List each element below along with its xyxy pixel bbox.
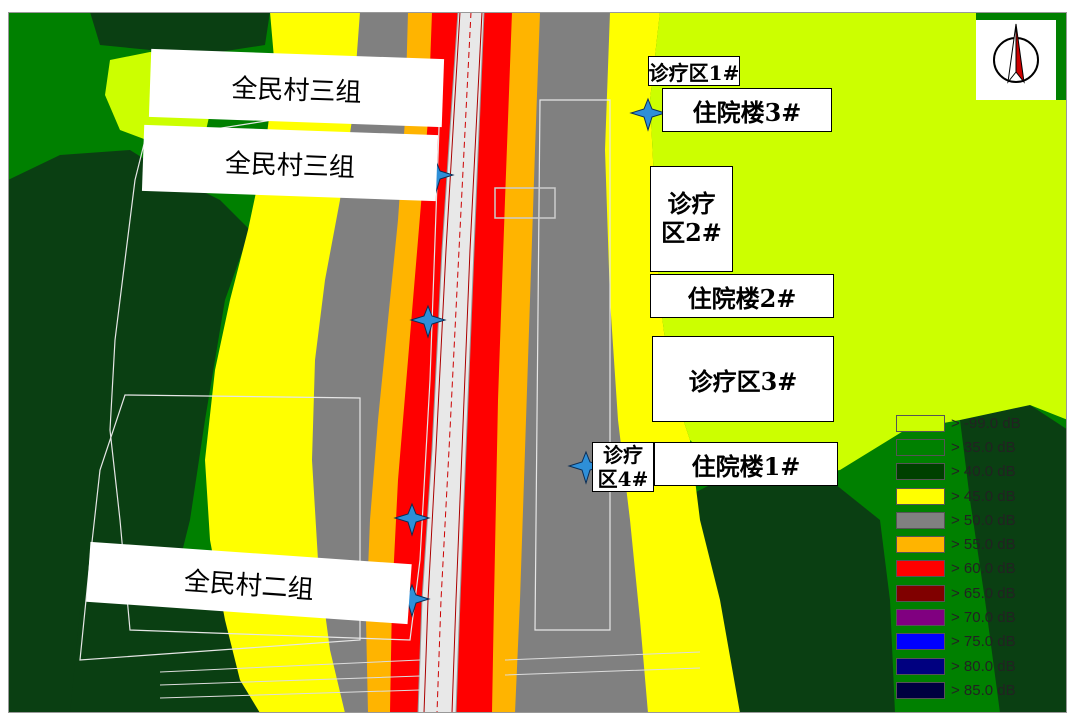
legend-label: > 40.0 dB — [951, 463, 1016, 481]
legend-swatch — [896, 609, 945, 627]
zone-40db-east — [960, 405, 1066, 712]
legend-item: > 70.0 dB — [896, 605, 1046, 629]
legend-swatch — [896, 657, 945, 675]
legend-swatch — [896, 560, 945, 578]
legend-item: > 55.0 dB — [896, 532, 1046, 556]
legend-swatch — [896, 438, 945, 456]
legend-swatch — [896, 414, 945, 432]
road-edge-right — [451, 12, 483, 712]
inpatient-label-1: 住院楼1# — [654, 442, 838, 486]
inpatient-label-3: 住院楼3# — [662, 88, 832, 132]
legend-swatch — [896, 633, 945, 651]
legend-item: > 75.0 dB — [896, 630, 1046, 654]
north-arrow-icon — [993, 23, 1039, 84]
village-label-3-lower: 全民村三组 — [141, 124, 439, 202]
clinic-label-4-line2: 区4# — [597, 467, 649, 491]
legend-item: > 80.0 dB — [896, 654, 1046, 678]
site-boundary-south — [79, 394, 361, 661]
star-marker-icon — [393, 502, 431, 537]
clinic-label-3: 诊疗区3# — [652, 336, 834, 422]
legend-label: > 65.0 dB — [951, 584, 1016, 602]
zone-40db-southeast — [680, 460, 895, 712]
legend-swatch — [896, 584, 945, 602]
legend-swatch — [896, 536, 945, 554]
legend-item: > 85.0 dB — [896, 678, 1046, 702]
legend-item: > 35.0 dB — [896, 435, 1046, 459]
legend-label: > -99.0 dB — [951, 414, 1021, 432]
legend-label: > 60.0 dB — [951, 560, 1016, 578]
clinic-label-1: 诊疗区1# — [648, 56, 740, 86]
legend-label: > 55.0 dB — [951, 536, 1016, 554]
inpatient-label-2: 住院楼2# — [650, 274, 834, 318]
legend-item: > 45.0 dB — [896, 484, 1046, 508]
clinic-label-2-line2: 区2# — [661, 218, 722, 247]
legend-label: > 85.0 dB — [951, 681, 1016, 699]
road-corridor — [417, 12, 485, 712]
clinic-label-2: 诊疗 区2# — [650, 166, 733, 272]
legend-item: > -99.0 dB — [896, 411, 1046, 435]
zone-40db-north — [90, 12, 270, 55]
zone-40db-west — [8, 150, 250, 712]
village-label-3-upper: 全民村三组 — [148, 48, 445, 128]
legend: > -99.0 dB > 35.0 dB > 40.0 dB > 45.0 dB > 5… — [896, 411, 1046, 703]
legend-swatch — [896, 681, 945, 699]
site-boundary-east — [534, 99, 611, 631]
legend-item: > 40.0 dB — [896, 460, 1046, 484]
legend-item: > 60.0 dB — [896, 557, 1046, 581]
legend-label: > 80.0 dB — [951, 657, 1016, 675]
access-lines — [159, 651, 701, 699]
legend-label: > 75.0 dB — [951, 633, 1016, 651]
star-marker-icon — [409, 304, 447, 339]
legend-label: > 70.0 dB — [951, 609, 1016, 627]
legend-label: > 35.0 dB — [951, 438, 1016, 456]
legend-swatch — [896, 487, 945, 505]
bridge-structure — [494, 187, 556, 219]
clinic-label-4-line1: 诊疗 — [603, 443, 643, 467]
legend-swatch — [896, 463, 945, 481]
clinic-label-2-line1: 诊疗 — [667, 189, 716, 219]
clinic-label-4: 诊疗 区4# — [592, 442, 654, 492]
legend-item: > 50.0 dB — [896, 508, 1046, 532]
star-marker-icon — [629, 97, 667, 132]
legend-item: > 65.0 dB — [896, 581, 1046, 605]
legend-label: > 50.0 dB — [951, 511, 1016, 529]
compass — [976, 20, 1056, 100]
legend-swatch — [896, 511, 945, 529]
legend-label: > 45.0 dB — [951, 487, 1016, 505]
road-edge-left — [423, 12, 461, 712]
